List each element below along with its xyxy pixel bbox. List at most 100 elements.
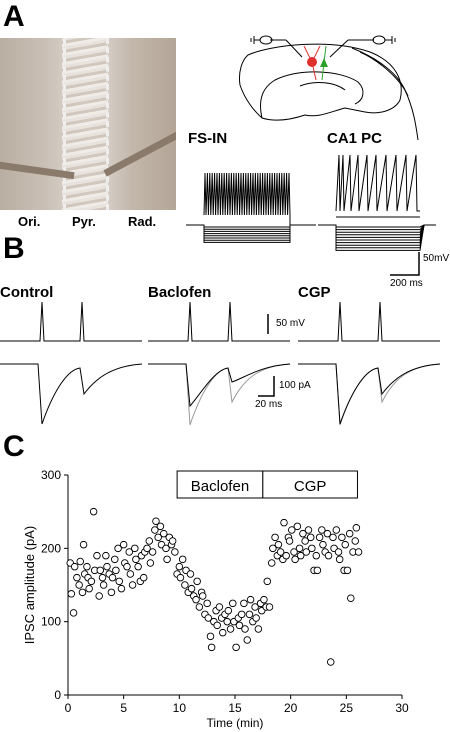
scale-label-time: 200 ms [390,278,423,289]
data-point [103,562,111,571]
data-point [237,610,246,619]
data-point [156,522,165,531]
data-point [139,573,148,582]
data-point [299,529,307,538]
scale-label-b-current: 100 pA [279,380,311,391]
data-point [168,537,177,545]
data-point [240,599,248,608]
data-point [73,573,81,582]
data-point [186,570,195,578]
data-point [302,548,311,556]
x-axis-label: Time (min) [207,716,264,730]
layer-label-rad: Rad. [128,214,157,229]
data-point [263,577,272,586]
layer-border-left [63,38,66,210]
data-point [151,526,159,534]
data-point [131,544,139,553]
treatment-bars: Baclofen CGP [176,470,358,499]
slice-photo [0,38,176,210]
data-point [75,581,83,589]
treatment-bar-label: CGP [294,478,327,495]
data-point [285,537,294,545]
data-point [99,581,108,589]
data-point [343,566,352,575]
data-point [219,628,227,637]
data-point [313,566,322,575]
data-point [293,522,302,531]
data-point [276,548,285,556]
data-point [352,524,361,532]
data-point [332,526,341,534]
data-point [282,551,290,560]
cell-label-ca1-pc: CA1 PC [327,130,383,147]
data-point [192,595,200,604]
treatment-bar-label: Baclofen [191,478,249,495]
data-point [98,573,107,582]
data-point [111,555,119,564]
data-point [78,588,87,597]
data-point [152,517,160,525]
data-point [87,577,96,586]
data-point [351,537,359,545]
data-point [274,540,283,549]
data-point [70,562,79,571]
data-point [207,643,216,652]
data-point [102,551,110,560]
data-point [304,526,313,534]
data-point [347,594,355,602]
data-point [334,548,343,556]
data-point [154,533,162,542]
data-point [215,603,224,611]
pyramidal-layer [62,38,108,210]
data-point [308,544,316,553]
data-point [241,625,249,633]
data-point [107,588,116,597]
data-point [123,562,131,571]
y-tick-label: 200 [41,541,61,555]
layer-label-pyr: Pyr. [72,214,96,229]
data-point [335,555,344,564]
data-point [295,544,304,553]
panel-letter-c: C [3,430,25,463]
layer-label-ori: Ori. [18,214,41,229]
scale-label-voltage: 50mV [423,253,450,264]
data-point [95,592,103,600]
data-point [159,529,168,538]
data-point [254,625,263,633]
data-point [329,533,337,542]
data-point [243,636,251,644]
data-point [108,573,117,582]
data-point [288,526,296,534]
data-point [79,540,88,549]
data-point [132,555,140,564]
data-point [134,562,142,571]
data-point [93,551,101,560]
data-point [245,610,254,619]
cell-label-fs-in: FS-IN [188,130,228,147]
condition-control: Control [0,284,54,301]
condition-baclofen: Baclofen [148,284,212,301]
data-point [96,566,105,575]
data-point [280,518,288,527]
data-point [224,606,233,615]
data-point [115,577,123,586]
data-point [267,559,276,567]
data-point [341,540,349,549]
y-tick-label: 100 [41,615,61,629]
data-point [296,551,305,560]
data-point [226,625,235,633]
data-point [114,544,122,553]
data-point [187,584,196,593]
data-point [291,555,299,564]
data-point [269,544,277,553]
data-point [204,614,213,622]
data-point [354,548,363,556]
data-point [206,632,215,641]
x-tick-label: 30 [395,701,409,715]
data-point [252,614,260,622]
data-point [83,562,91,571]
data-points [66,507,363,666]
data-point [112,566,120,575]
